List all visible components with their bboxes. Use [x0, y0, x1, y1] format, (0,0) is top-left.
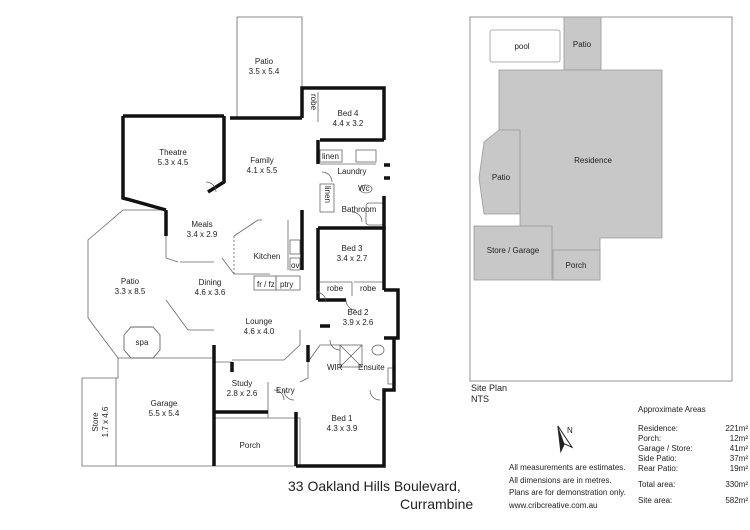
site-area-row: Site area: 582m²: [638, 496, 748, 506]
pantry-label: ptry: [280, 280, 293, 289]
room-label-store: Store: [91, 412, 100, 432]
room-size-theatre: 5.3 x 4.5: [158, 158, 189, 167]
room-label-lounge: Lounge: [246, 317, 273, 326]
site-plan-heading: Site Plan: [471, 383, 508, 393]
ensuite-label: Ensuite: [358, 363, 385, 372]
room-size-family: 4.1 x 5.5: [247, 166, 278, 175]
room-size-bed-1: 4.3 x 3.9: [327, 424, 358, 433]
entry-label: Entry: [276, 386, 295, 395]
room-label-bed-4: Bed 4: [338, 109, 359, 118]
area-label: Rear Patio:: [638, 464, 679, 473]
address-line-2: Currambine: [400, 496, 474, 512]
area-value: 37m²: [729, 454, 748, 463]
address-line-1: 33 Oakland Hills Boulevard,: [288, 478, 461, 494]
disclaimer: All measurements are estimates. All dime…: [509, 462, 626, 512]
room-label-kitchen: Kitchen: [254, 252, 281, 261]
area-value: 41m²: [729, 444, 748, 453]
room-label-laundry: Laundry: [338, 167, 367, 176]
area-value: 12m²: [729, 434, 748, 443]
area-row: Rear Patio: 19m²: [638, 464, 748, 474]
room-label-side-patio: Patio: [121, 277, 140, 286]
room-label-meals: Meals: [191, 220, 212, 229]
total-area-value: 330m²: [725, 480, 748, 489]
site-plan-title: Site Plan NTS: [471, 383, 507, 405]
north-label: N: [567, 426, 573, 435]
area-row: Residence: 221m²: [638, 424, 748, 434]
robe-label-bed-3: robe: [327, 284, 344, 293]
room-size-bed-2: 3.9 x 2.6: [343, 318, 374, 327]
room-size-bed-4: 4.4 x 3.2: [333, 119, 364, 128]
room-label-porch: Porch: [240, 441, 261, 450]
room-size-bed-3: 3.4 x 2.7: [337, 254, 368, 263]
room-size-dining: 4.6 x 3.6: [195, 288, 226, 297]
room-label-bed-3: Bed 3: [342, 244, 363, 253]
area-row: Garage / Store: 41m²: [638, 444, 748, 454]
approximate-areas: Approximate Areas Residence: 221m² Porch:…: [638, 405, 748, 506]
area-label: Residence:: [638, 424, 679, 433]
room-label-theatre: Theatre: [159, 148, 187, 157]
room-label-bed-2: Bed 2: [348, 308, 369, 317]
total-area-row: Total area: 330m²: [638, 480, 748, 490]
site-pool: [489, 29, 561, 63]
room-size-rear-patio: 3.5 x 5.4: [249, 67, 280, 76]
room-size-store: 1.7 x 4.6: [101, 406, 110, 437]
disclaimer-line: Plans are for demonstration only.: [509, 488, 626, 497]
areas-heading: Approximate Areas: [638, 405, 706, 414]
room-size-garage: 5.5 x 5.4: [149, 409, 180, 418]
linen-label-hall: linen: [323, 186, 332, 203]
area-row: Porch: 12m²: [638, 434, 748, 444]
area-label: Side Patio:: [638, 454, 677, 463]
wc-label: Wc: [358, 184, 370, 193]
room-size-side-patio: 3.3 x 8.5: [115, 287, 146, 296]
site-store-garage-label: Store / Garage: [487, 246, 540, 255]
area-label: Garage / Store:: [638, 444, 693, 453]
site-plan: pool Patio Residence Patio Store / Garag…: [469, 16, 733, 382]
oven-label: ov: [291, 261, 299, 270]
area-label: Porch:: [638, 434, 662, 443]
disclaimer-line: All dimensions are in metres.: [509, 475, 612, 485]
site-plan-scale: NTS: [471, 394, 489, 404]
site-area-label: Site area:: [638, 496, 673, 505]
north-arrow-icon: N: [557, 425, 574, 454]
spa-shape: [123, 326, 161, 359]
area-value: 221m²: [725, 424, 748, 433]
site-residence-label: Residence: [574, 156, 612, 165]
total-area-label: Total area:: [638, 480, 676, 489]
site-side-patio: [478, 129, 521, 215]
site-porch: [552, 249, 601, 281]
site-pool-label: pool: [514, 42, 529, 51]
room-label-bathroom: Bathroom: [342, 205, 377, 214]
site-patio-label: Patio: [573, 40, 592, 49]
website-link[interactable]: www.cribcreative.com.au: [509, 500, 598, 510]
wir-label: WIR: [327, 363, 343, 372]
room-label-garage: Garage: [151, 399, 178, 408]
room-label-family: Family: [250, 156, 274, 165]
site-porch-label: Porch: [566, 261, 587, 270]
area-row: Side Patio: 37m²: [638, 454, 748, 464]
room-label-study: Study: [232, 379, 252, 388]
robe-label-bed-2: robe: [360, 284, 377, 293]
room-label-rear-patio: Patio: [255, 57, 274, 66]
site-area-value: 582m²: [725, 496, 748, 505]
room-size-study: 2.8 x 2.6: [227, 389, 258, 398]
room-label-dining: Dining: [199, 278, 222, 287]
room-size-meals: 3.4 x 2.9: [187, 230, 218, 239]
fridge-freezer-label: fr / fz: [257, 280, 275, 289]
site-store-garage: [473, 225, 553, 281]
linen-label-laundry: linen: [322, 152, 339, 161]
disclaimer-line: All measurements are estimates.: [509, 463, 626, 472]
room-size-lounge: 4.6 x 4.0: [244, 327, 275, 336]
spa-label: spa: [136, 338, 149, 347]
room-label-bed-1: Bed 1: [332, 414, 353, 423]
robe-label-bed-4: robe: [309, 94, 318, 111]
area-value: 19m²: [729, 464, 748, 473]
site-side-patio-label: Patio: [492, 173, 511, 182]
